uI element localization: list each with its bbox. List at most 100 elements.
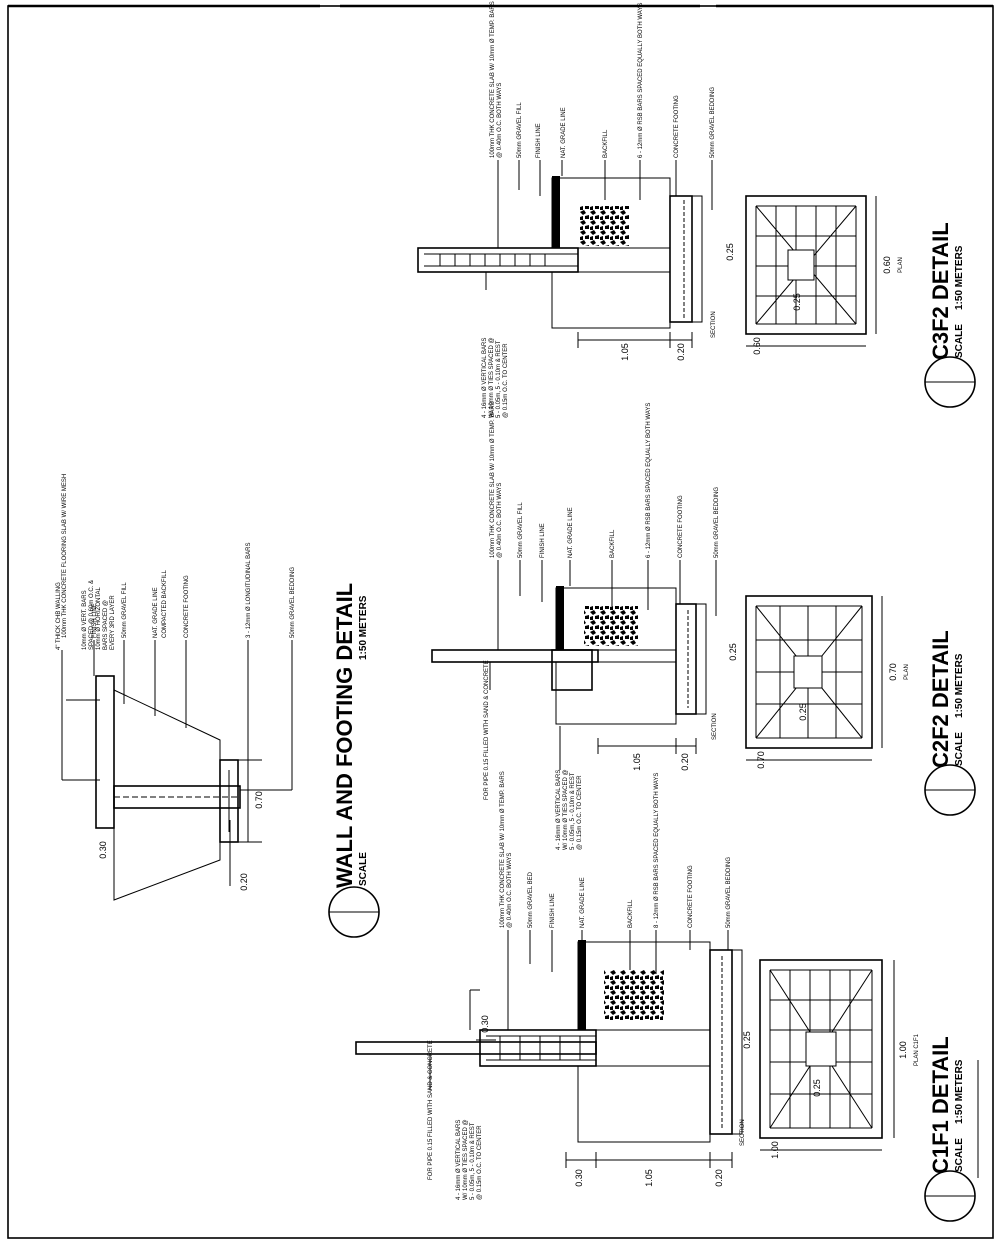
c1f1-note-rsb: 8 - 12mm Ø RSB BARS SPACED EQUALLY BOTH … xyxy=(654,773,660,928)
c1f1-scale-value: 1:50 METERS xyxy=(954,1059,965,1124)
c1f1-col-w: 0.25 xyxy=(742,1031,752,1049)
wall-note-backfill: COMPACTED BACKFILL xyxy=(162,569,168,638)
c1f1-note-slab2: @ 0.40m O.C. BOTH WAYS xyxy=(507,853,513,928)
c1f1-note-bedding: 50mm GRAVEL BEDDING xyxy=(726,857,732,928)
wall-dim-base: 0.20 xyxy=(239,873,249,891)
c2f2-plan-height: 0.70 xyxy=(756,751,766,769)
wall-soil-upper xyxy=(113,689,221,787)
c2f2-note-bedding: 50mm GRAVEL BEDDING xyxy=(714,487,720,558)
c3f2-plan-label: PLAN xyxy=(898,257,904,273)
c2f2-note-slab2: @ 0.40m O.C. BOTH WAYS xyxy=(497,483,503,558)
c3f2-note-backfill: BACKFILL xyxy=(603,129,609,158)
c3f2-column xyxy=(417,247,579,273)
c2f2-section-label: SECTION xyxy=(712,713,718,740)
c3f2-dim-height: 1.05 xyxy=(620,343,630,361)
c3f2-note-footing: CONCRETE FOOTING xyxy=(674,95,680,158)
c3f2-dim-base: 0.20 xyxy=(676,343,686,361)
wall-dim-wall: 0.30 xyxy=(98,841,108,859)
wall-note-grade: NAT. GRADE LINE xyxy=(153,587,159,638)
wall-note-vert5: EVERY 3RD LAYER xyxy=(110,595,116,650)
c2f2-pipe xyxy=(431,649,599,663)
c2f2-plan xyxy=(745,595,873,749)
c1f1-footing xyxy=(709,949,733,1135)
c3f2-note-gravel: 50mm GRAVEL FILL xyxy=(517,102,523,158)
c3f2-col-h: 0.25 xyxy=(792,293,802,311)
wall-note-bedding: 50mm GRAVEL BEDDING xyxy=(290,567,296,638)
c1f1-plan xyxy=(759,959,883,1139)
detail-c2f2: 100mm THK CONCRETE SLAB W/ 10mm Ø TEMP. … xyxy=(431,401,976,850)
c1f1-note-backfill: BACKFILL xyxy=(628,899,634,928)
c3f2-plan-width: 0.60 xyxy=(882,256,892,274)
c2f2-col-w: 0.25 xyxy=(728,643,738,661)
c3f2-plan-height: 0.60 xyxy=(752,337,762,355)
c3f2-plan xyxy=(745,195,867,335)
wall-soil-lower xyxy=(113,807,221,901)
c1f1-note-finish: FINISH LINE xyxy=(550,893,556,928)
c3f2-title: C3F2 DETAIL xyxy=(928,222,953,360)
c2f2-note-slab: 100mm THK CONCRETE SLAB W/ 10mm Ø TEMP. … xyxy=(490,401,496,558)
c2f2-note-bars4: @ 0.15m O.C. TO CENTER xyxy=(577,775,583,850)
c3f2-scale-value: 1:50 METERS xyxy=(954,245,965,310)
c1f1-plan-height: 1.00 xyxy=(770,1141,780,1159)
c1f1-dim-base: 0.20 xyxy=(714,1169,724,1187)
c3f2-col-w: 0.25 xyxy=(725,243,735,261)
wall-note-vert4: BARS SPACED @ xyxy=(103,600,109,650)
c2f2-note-pipe: FOR PIPE 0.15 FILLED WITH SAND & CONCRET… xyxy=(484,660,490,800)
c1f1-scale-word: SCALE xyxy=(954,1138,965,1172)
c2f2-col-h: 0.25 xyxy=(798,703,808,721)
c1f1-dim-top: 0.30 xyxy=(480,1015,490,1033)
c1f1-soil-bottom xyxy=(577,1065,711,1143)
c2f2-note-rsb: 6 - 12mm Ø RSB BARS SPACED EQUALLY BOTH … xyxy=(646,403,652,558)
wall-scale-word: SCALE xyxy=(358,852,369,886)
c2f2-note-backfill: BACKFILL xyxy=(610,529,616,558)
c2f2-dim-height: 1.05 xyxy=(632,753,642,771)
c3f2-note-bedding: 50mm GRAVEL BEDDING xyxy=(710,87,716,158)
c3f2-note-bars3: 5 - 0.05m, 5 - 0.10m & REST xyxy=(496,340,502,418)
c3f2-note-grade: NAT. GRADE LINE xyxy=(561,107,567,158)
c1f1-col-h: 0.25 xyxy=(812,1079,822,1097)
c1f1-note-grade: NAT. GRADE LINE xyxy=(580,877,586,928)
wall-note-finish: FINISH LINE xyxy=(92,603,98,638)
c2f2-note-gravel: 50mm GRAVEL FILL xyxy=(518,502,524,558)
c3f2-note-slab2: @ 0.40m O.C. BOTH WAYS xyxy=(497,83,503,158)
wall-note-slab: 100mm THK CONCRETE FLOORING SLAB W/ WIRE… xyxy=(62,474,68,638)
c3f2-note-rsb: 6 - 12mm Ø RSB BARS SPACED EQUALLY BOTH … xyxy=(638,3,644,158)
c2f2-footing xyxy=(675,603,697,715)
wall-dim-footing: 0.70 xyxy=(254,791,264,809)
c1f1-dim-height: 1.05 xyxy=(644,1169,654,1187)
c2f2-note-finish: FINISH LINE xyxy=(540,523,546,558)
c2f2-note-bars3: 5 - 0.05m, 5 - 0.10m & REST xyxy=(570,772,576,850)
c1f1-note-slab: 100mm THK CONCRETE SLAB W/ 10mm Ø TEMP. … xyxy=(500,771,506,928)
c3f2-note-finish: FINISH LINE xyxy=(536,123,542,158)
c2f2-scale-word: SCALE xyxy=(954,732,965,766)
c1f1-note-bars4: @ 0.15m O.C. TO CENTER xyxy=(477,1125,483,1200)
c1f1-column xyxy=(479,1029,597,1067)
c3f2-section-label: SECTION xyxy=(711,311,717,338)
c3f2-scale-word: SCALE xyxy=(954,324,965,358)
wall-title: WALL AND FOOTING DETAIL xyxy=(332,583,357,888)
c2f2-note-bars2: W/ 10mm Ø TIES SPACED @ xyxy=(563,769,569,850)
c1f1-note-footing: CONCRETE FOOTING xyxy=(688,865,694,928)
wall-note-footing: CONCRETE FOOTING xyxy=(184,575,190,638)
wall-note-gravel: 50mm GRAVEL FILL xyxy=(122,582,128,638)
c2f2-note-footing: CONCRETE FOOTING xyxy=(678,495,684,558)
c2f2-plan-label: PLAN xyxy=(904,664,910,680)
c2f2-dim-base: 0.20 xyxy=(680,753,690,771)
detail-c1f1: 100mm THK CONCRETE SLAB W/ 10mm Ø TEMP. … xyxy=(355,771,979,1222)
c1f1-section-label: SECTION xyxy=(740,1119,746,1146)
c1f1-plan-label: PLAN C1F1 xyxy=(914,1033,920,1066)
wall-note-vert2: SPACED @ 0.60m O.C. & xyxy=(89,580,95,650)
c3f2-soil-bottom xyxy=(551,271,671,329)
wall-note-vert3: 10mm Ø HORIZONTAL xyxy=(96,586,102,650)
c3f2-note-bars2: W/ 10mm Ø TIES SPACED @ xyxy=(489,337,495,418)
c3f2-note-bars4: @ 0.15m O.C. TO CENTER xyxy=(503,343,509,418)
c1f1-note-bars2: W/ 10mm Ø TIES SPACED @ xyxy=(463,1119,469,1200)
wall-slab xyxy=(95,675,115,829)
c1f1-note-gravel: 50mm GRAVEL BED xyxy=(528,871,534,928)
c3f2-footing xyxy=(669,195,693,323)
c3f2-note-bars1: 4 - 16mm Ø VERTICAL BARS xyxy=(482,338,488,418)
c2f2-title: C2F2 DETAIL xyxy=(928,630,953,768)
wall-note-vert1: 10mm Ø VERT. BARS xyxy=(82,590,88,650)
c1f1-dim-top2: 0.30 xyxy=(574,1169,584,1187)
